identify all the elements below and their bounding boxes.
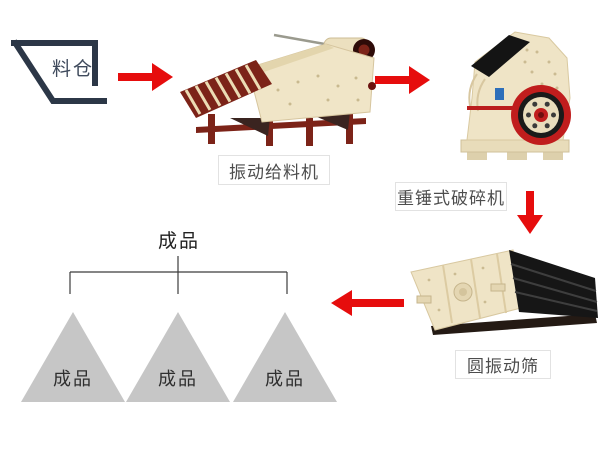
arrow-down-icon [517, 191, 543, 234]
product-pile-label: 成品 [158, 369, 198, 390]
product-pile-2: 成品 [126, 312, 230, 402]
product-pile-label: 成品 [53, 369, 93, 390]
hopper-icon [11, 39, 107, 104]
vibrating-feeder-image [180, 33, 376, 146]
hopper-node: 料仓 [8, 33, 114, 109]
products-tree-connector [69, 256, 288, 294]
vibrating-screen-image [410, 249, 598, 335]
product-pile-3: 成品 [233, 312, 337, 402]
arrow-right-icon-1 [118, 63, 173, 91]
triangle-icon [233, 312, 337, 402]
product-pile-label: 成品 [265, 369, 305, 390]
hopper-label: 料仓 [52, 58, 95, 80]
screen-label-box: 圆振动筛 [455, 350, 551, 379]
triangle-icon [21, 312, 125, 402]
product-pile-1: 成品 [21, 312, 125, 402]
crusher-label-box: 重锤式破碎机 [395, 182, 507, 211]
feeder-label: 振动给料机 [229, 162, 319, 183]
hammer-crusher-image [460, 31, 571, 160]
screen-label: 圆振动筛 [467, 357, 539, 377]
crusher-label: 重锤式破碎机 [397, 189, 505, 209]
feeder-label-box: 振动给料机 [218, 155, 330, 185]
arrow-right-icon-2 [375, 66, 430, 94]
triangle-icon [126, 312, 230, 402]
products-group-label: 成品 [157, 230, 200, 252]
arrow-left-icon [331, 290, 404, 316]
